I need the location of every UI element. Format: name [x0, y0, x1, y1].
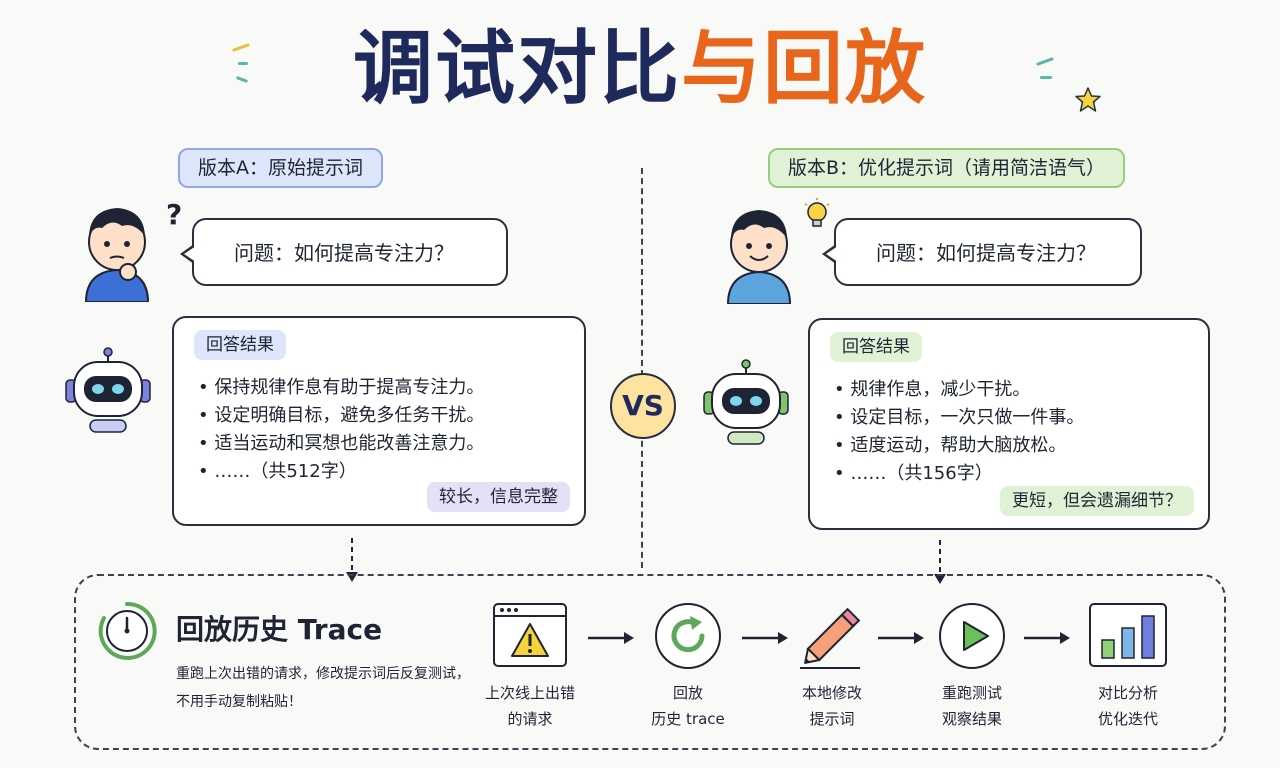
- trace-step-failed-request: 上次线上出错 的请求: [470, 600, 590, 732]
- trace-step-rerun: 重跑测试 观察结果: [912, 600, 1032, 732]
- list-item: 设定目标，一次只做一件事。: [834, 404, 1084, 432]
- answer-note-badge: 较长，信息完整: [427, 482, 570, 512]
- center-divider: [641, 168, 643, 568]
- list-item: 适度运动，帮助大脑放松。: [834, 432, 1084, 460]
- answer-card-b: 回答结果 规律作息，减少干扰。 设定目标，一次只做一件事。 适度运动，帮助大脑放…: [808, 318, 1210, 530]
- page-title: 调试对比与回放: [0, 14, 1280, 124]
- trace-panel: [74, 574, 1226, 750]
- play-icon: [939, 603, 1005, 669]
- sparkle-decoration: [238, 62, 248, 65]
- answer-points-list: 保持规律作息有助于提高专注力。 设定明确目标，避免多任务干扰。 适当运动和冥想也…: [198, 374, 484, 486]
- list-item: 适当运动和冥想也能改善注意力。: [198, 430, 484, 458]
- right-arrow-icon: [1024, 632, 1070, 644]
- robot-b-icon: [703, 359, 789, 445]
- right-arrow-icon: [742, 632, 788, 644]
- answer-card-header: 回答结果: [194, 330, 286, 360]
- list-item: ……（共156字）: [834, 460, 1084, 488]
- history-clock-icon: [98, 601, 157, 660]
- title-accent: 与回放: [681, 22, 927, 115]
- list-item: 规律作息，减少干扰。: [834, 376, 1084, 404]
- trace-step-replay: 回放 历史 trace: [628, 600, 748, 732]
- browser-warning-icon: [493, 603, 567, 667]
- down-arrow-icon: [934, 540, 946, 584]
- step-label-line: 优化迭代: [1097, 710, 1158, 728]
- step-label-line: 回放: [672, 684, 703, 702]
- step-label-line: 提示词: [809, 710, 855, 728]
- answer-card-a: 回答结果 保持规律作息有助于提高专注力。 设定明确目标，避免多任务干扰。 适当运…: [172, 316, 586, 526]
- happy-user-avatar: [726, 210, 792, 304]
- step-label-line: 的请求: [507, 710, 553, 728]
- step-label-line: 本地修改: [801, 684, 862, 702]
- step-label-line: 对比分析: [1097, 684, 1158, 702]
- answer-note-badge: 更短，但会遗漏细节？: [1000, 486, 1194, 516]
- trace-title: 回放历史 Trace: [176, 613, 383, 646]
- list-item: 保持规律作息有助于提高专注力。: [198, 374, 484, 402]
- robot-a-icon: [65, 347, 151, 433]
- answer-card-header: 回答结果: [830, 332, 922, 362]
- lightbulb-icon: [804, 198, 830, 227]
- step-label-line: 重跑测试: [941, 684, 1002, 702]
- version-b-tag: 版本B：优化提示词（请用简洁语气）: [768, 148, 1126, 188]
- trace-step-analyze: 对比分析 优化迭代: [1068, 600, 1188, 732]
- star-icon: [1075, 87, 1101, 112]
- question-mark-icon: ?: [166, 198, 183, 231]
- replay-icon: [655, 603, 721, 669]
- step-label-line: 历史 trace: [651, 710, 725, 728]
- answer-points-list: 规律作息，减少干扰。 设定目标，一次只做一件事。 适度运动，帮助大脑放松。 ………: [834, 376, 1084, 488]
- list-item: 设定明确目标，避免多任务干扰。: [198, 402, 484, 430]
- question-bubble-a: 问题：如何提高专注力？: [180, 218, 508, 286]
- question-bubble-b: 问题：如何提高专注力？: [822, 218, 1142, 286]
- right-arrow-icon: [588, 632, 634, 644]
- trace-description: 重跑上次出错的请求，修改提示词后反复测试，不用手动复制粘贴！: [176, 666, 470, 710]
- pencil-icon: [800, 607, 861, 669]
- vs-badge: VS: [610, 373, 676, 439]
- confused-user-avatar: [84, 208, 150, 302]
- list-item: ……（共512字）: [198, 458, 484, 486]
- right-arrow-icon: [878, 632, 924, 644]
- version-a-tag: 版本A：原始提示词: [178, 148, 383, 188]
- bar-chart-icon: [1089, 603, 1167, 667]
- title-main: 调试对比: [353, 22, 681, 115]
- sparkle-decoration: [1040, 76, 1052, 79]
- step-label-line: 上次线上出错: [484, 684, 575, 702]
- trace-step-edit-prompt: 本地修改 提示词: [772, 600, 892, 732]
- step-label-line: 观察结果: [941, 710, 1002, 728]
